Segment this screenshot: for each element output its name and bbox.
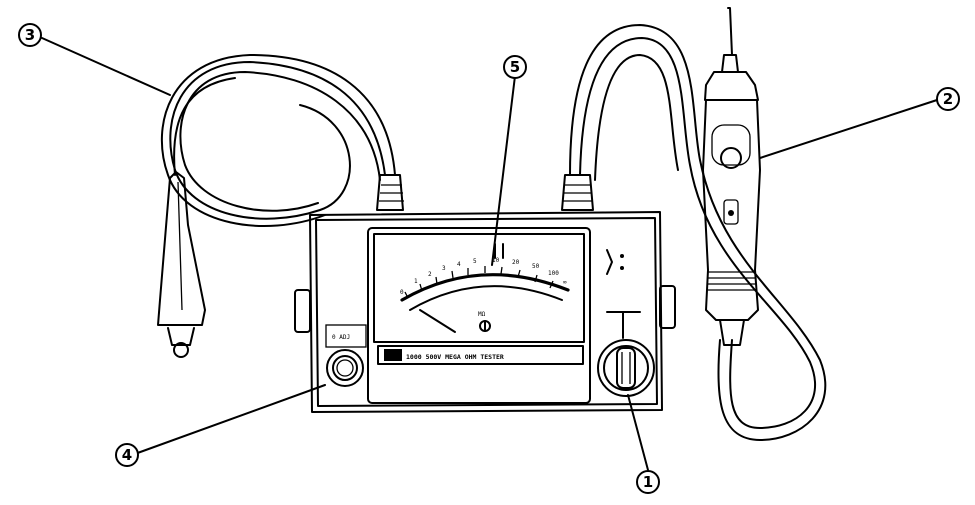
callout-3: 3 (18, 23, 42, 47)
tester-case (294, 211, 676, 413)
svg-text:2: 2 (428, 271, 432, 278)
svg-text:0: 0 (400, 289, 404, 296)
svg-text:2: 2 (943, 90, 953, 108)
zero-adjust-knob[interactable] (326, 349, 364, 387)
svg-text:50: 50 (532, 263, 540, 270)
probe-handle (702, 7, 761, 346)
svg-text:4: 4 (122, 446, 132, 464)
svg-text:3: 3 (25, 26, 35, 44)
right-terminal (561, 174, 594, 211)
range-selector-knob[interactable] (597, 339, 655, 397)
panel-symbols (606, 249, 641, 339)
svg-text:1: 1 (643, 473, 653, 491)
zero-adjust-badge: 0 ADJ (325, 324, 367, 348)
left-terminal (376, 174, 404, 211)
svg-text:5: 5 (473, 258, 477, 265)
svg-text:0 ADJ: 0 ADJ (332, 334, 350, 341)
svg-text:5: 5 (510, 58, 520, 76)
svg-text:3: 3 (442, 265, 446, 272)
svg-text:1000 500V MEGA OHM TESTER: 1000 500V MEGA OHM TESTER (406, 353, 504, 361)
callout-2: 2 (936, 87, 960, 111)
svg-text:100: 100 (548, 270, 559, 277)
dial-scale-labels: 0 1 2 3 4 5 10 20 50 100 ∞ MΩ (400, 257, 567, 318)
svg-text:MΩ: MΩ (478, 311, 486, 318)
callout-5: 5 (503, 55, 527, 79)
leader-lines (41, 37, 938, 471)
svg-text:∞: ∞ (563, 279, 567, 286)
svg-text:1: 1 (414, 278, 418, 285)
callout-1: 1 (636, 470, 660, 494)
nameplate: 1000 500V MEGA OHM TESTER (377, 345, 584, 365)
earth-lead-cable (160, 54, 396, 227)
probe-lead-cable (569, 24, 827, 441)
svg-text:20: 20 (512, 259, 520, 266)
callout-4: 4 (115, 443, 139, 467)
svg-text:10: 10 (492, 257, 500, 264)
svg-text:4: 4 (457, 261, 461, 268)
earth-lead-clip (157, 171, 206, 358)
